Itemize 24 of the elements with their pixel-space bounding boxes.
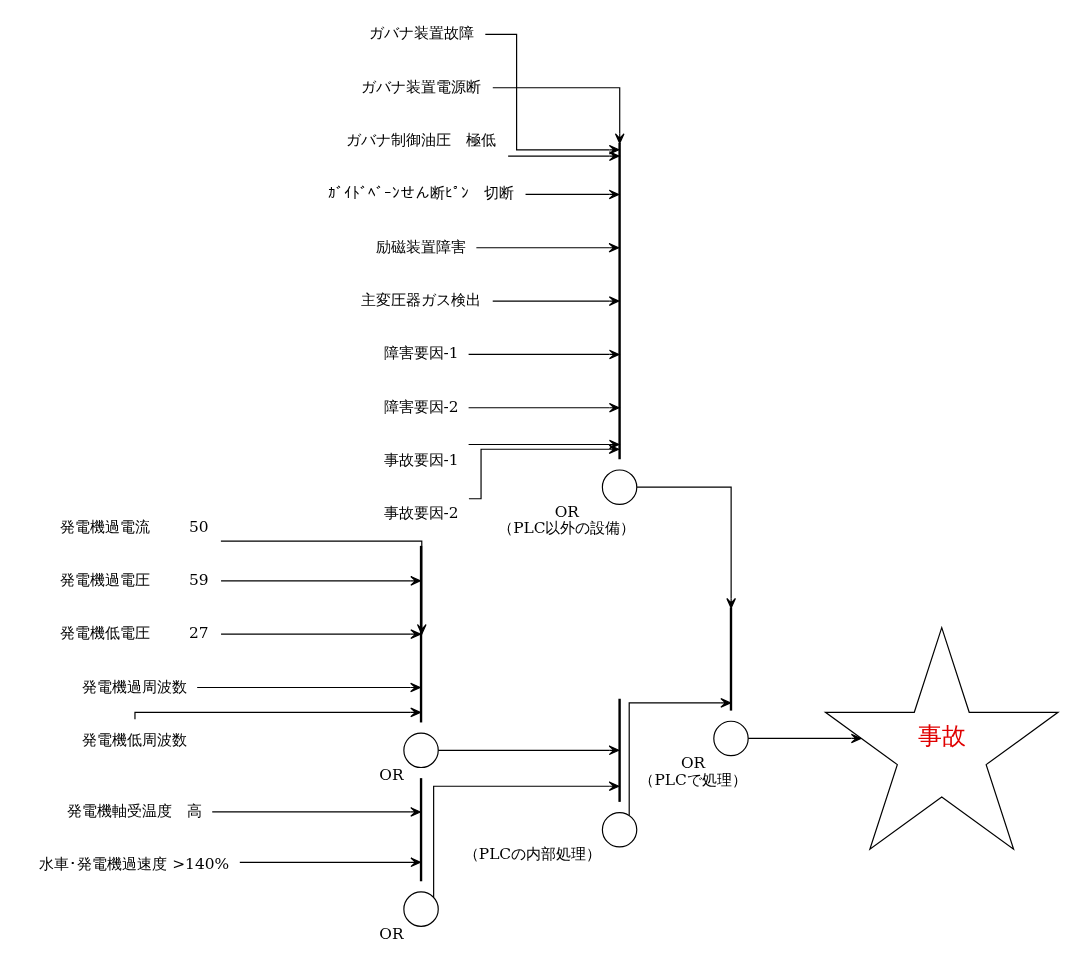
node-text: ｶﾞｲﾄﾞﾍﾞｰﾝせん断ﾋﾟﾝ 切断: [328, 184, 515, 203]
node-label: OR: [680, 753, 706, 772]
node-text: 励磁装置障害: [376, 237, 467, 256]
node-label: （PLCで処理）: [639, 770, 747, 789]
node-text: ガバナ装置故障: [368, 24, 474, 43]
node-text: 主変圧器ガス検出: [361, 291, 482, 310]
node-text: 水車･発電機過速度 >140%: [39, 855, 230, 874]
node-text: ガバナ装置電源断: [361, 77, 482, 96]
node-text: 発電機軸受温度 高: [66, 801, 202, 820]
node-label: （PLCの内部処理）: [463, 845, 602, 864]
node-text: ガバナ制御油圧 極低: [346, 131, 497, 150]
node-text: 事故要因-2: [383, 504, 459, 523]
node-label: （PLC以外の設備）: [498, 519, 636, 538]
node-label: OR: [554, 502, 579, 521]
node-text: 発電機低周波数: [81, 730, 187, 749]
node-text: 障害要因-2: [383, 397, 459, 416]
node-text: 障害要因-1: [383, 344, 459, 363]
node-text: 発電機低電圧 27: [59, 624, 209, 643]
node-label: OR: [379, 765, 404, 784]
node-text: 発電機過電圧 59: [59, 570, 209, 589]
node-label: OR: [379, 924, 404, 943]
node-text: 発電機過電流 50: [59, 517, 209, 536]
node-text: 発電機過周波数: [81, 677, 187, 696]
node-text: 事故要因-1: [383, 451, 459, 470]
